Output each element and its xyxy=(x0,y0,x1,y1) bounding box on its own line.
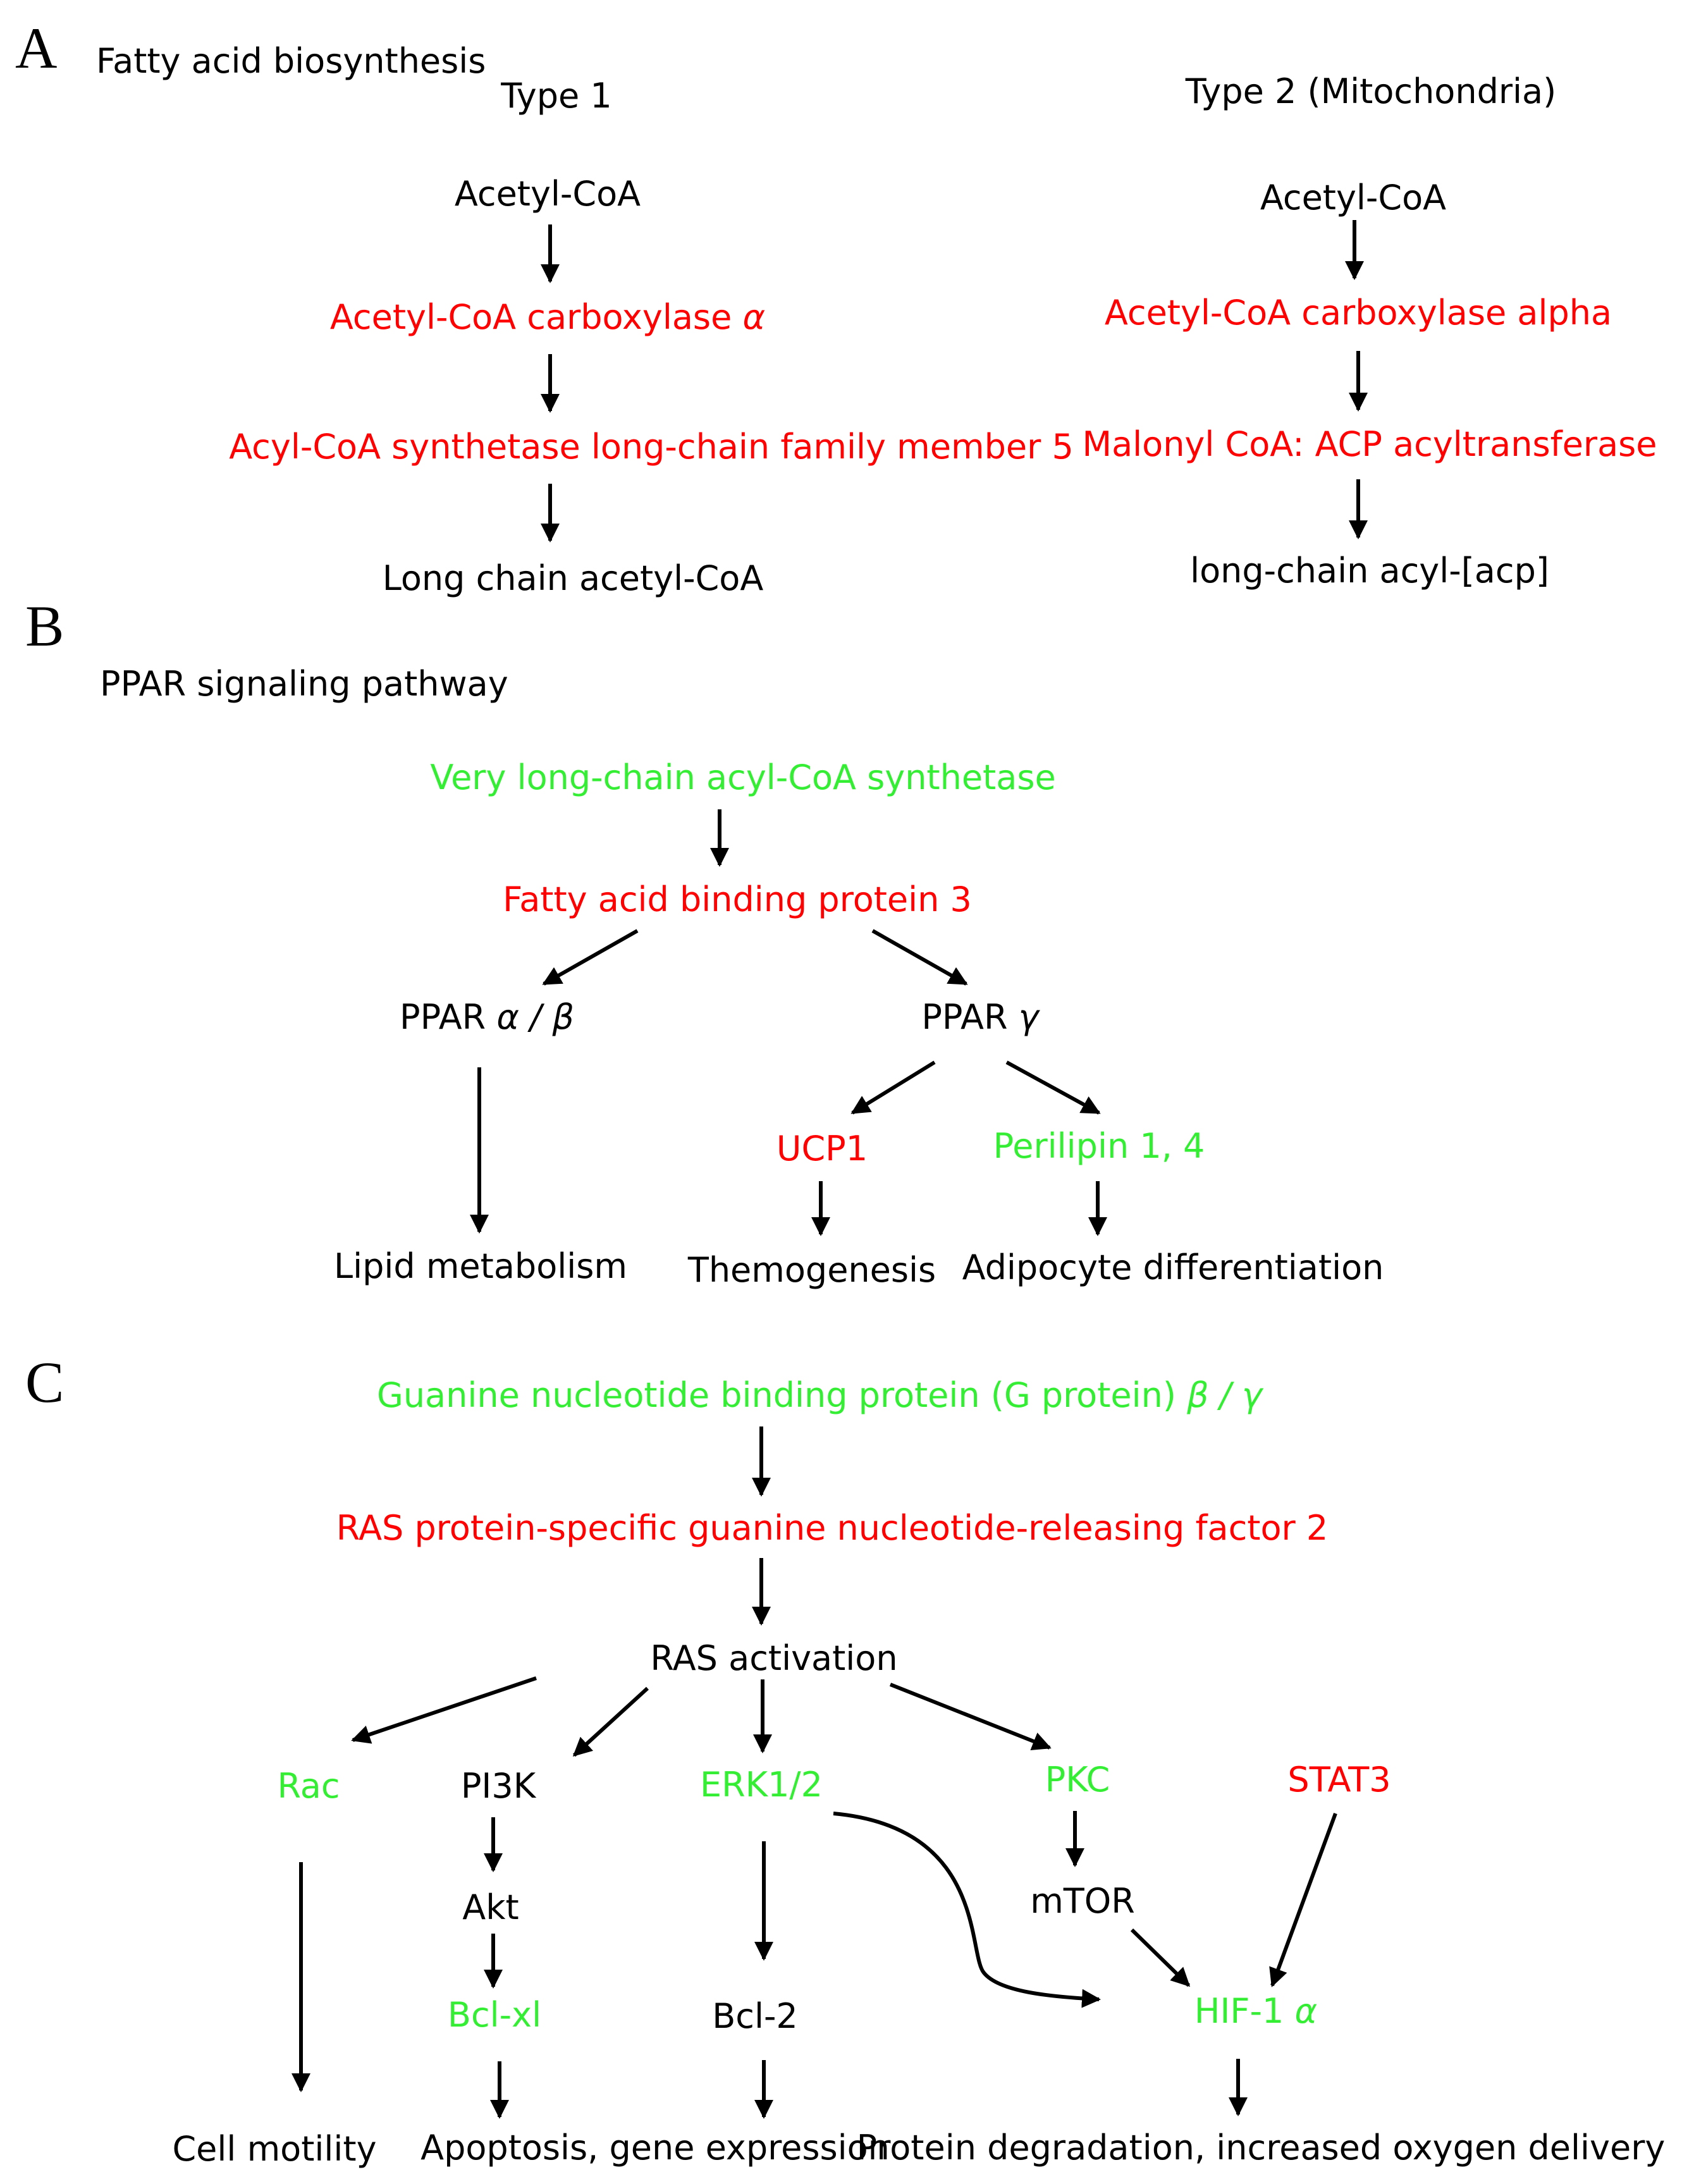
arrow-b-fabp3-pparg xyxy=(871,929,968,986)
cell-motility-node: Cell motility xyxy=(172,2129,377,2169)
bcl-2-node: Bcl-2 xyxy=(712,1996,798,2036)
ras-activation-node: RAS activation xyxy=(650,1638,898,1678)
adipocyte-differentiation-node: Adipocyte differentiation xyxy=(962,1248,1384,1287)
rasgrf2-node: RAS protein-specific guanine nucleotide-… xyxy=(336,1508,1329,1548)
pi3k-node: PI3K xyxy=(460,1766,536,1806)
thermogenesis-node: Themogenesis xyxy=(687,1250,936,1290)
bcl-xl-node: Bcl-xl xyxy=(447,1995,542,2035)
g-protein-greek: β / γ xyxy=(1187,1375,1263,1415)
type2-long-chain-acyl-acp: long-chain acyl-[acp] xyxy=(1190,551,1549,591)
type2-acetyl-coa: Acetyl-CoA xyxy=(1260,178,1447,218)
type1-header: Type 1 xyxy=(501,76,612,116)
mtor-node: mTOR xyxy=(1030,1881,1135,1921)
ppar-ab-greek: α / β xyxy=(496,997,574,1037)
arrow-c-ras-rac xyxy=(351,1676,537,1744)
arrow-c-mtor-hif1a xyxy=(1130,1928,1191,1987)
ppar-gamma-node: PPAR γ xyxy=(921,1000,1038,1034)
panel-a-title: Fatty acid biosynthesis xyxy=(96,41,486,81)
arrow-b-pparg-perilipin xyxy=(1005,1060,1101,1115)
arrow-c-ras-pi3k xyxy=(572,1686,649,1757)
type1-acetyl-coa-carboxylase: Acetyl-CoA carboxylase α xyxy=(330,300,765,334)
perilipin-node: Perilipin 1, 4 xyxy=(993,1126,1205,1166)
type2-acetyl-coa-carboxylase-alpha: Acetyl-CoA carboxylase alpha xyxy=(1104,293,1612,333)
erk-node: ERK1/2 xyxy=(700,1765,823,1805)
type1-acc-greek: α xyxy=(742,297,766,337)
type2-malonyl-coa-acp-acyltransferase: Malonyl CoA: ACP acyltransferase xyxy=(1082,424,1657,464)
hif1a-node: HIF-1 α xyxy=(1194,1994,1317,2028)
hif1a-greek: α xyxy=(1294,1991,1318,2031)
ucp1-node: UCP1 xyxy=(776,1129,868,1169)
panel-c-letter: C xyxy=(25,1350,64,1414)
ppar-ab-text: PPAR xyxy=(400,997,486,1037)
hif1a-text: HIF-1 xyxy=(1194,1991,1284,2031)
pkc-node: PKC xyxy=(1045,1760,1110,1800)
stat3-node: STAT3 xyxy=(1287,1760,1391,1800)
g-protein-node: Guanine nucleotide binding protein (G pr… xyxy=(377,1378,1262,1413)
arrow-c-erk-hif1a xyxy=(833,1812,1101,2008)
vlcs-node: Very long-chain acyl-CoA synthetase xyxy=(430,758,1056,797)
arrow-c-stat3-hif1a xyxy=(1269,1812,1337,1987)
panel-b-title: PPAR signaling pathway xyxy=(100,664,508,704)
type1-acsl5: Acyl-CoA synthetase long-chain family me… xyxy=(229,427,1074,467)
type1-acc-text: Acetyl-CoA carboxylase xyxy=(329,297,732,337)
type2-header: Type 2 (Mitochondria) xyxy=(1185,71,1557,111)
lipid-metabolism-node: Lipid metabolism xyxy=(334,1246,627,1286)
ppar-g-text: PPAR xyxy=(921,997,1008,1037)
g-protein-text: Guanine nucleotide binding protein (G pr… xyxy=(376,1375,1176,1415)
protein-degradation-node: Protein degradation, increased oxygen de… xyxy=(856,2128,1666,2168)
type1-long-chain-acetyl-coa: Long chain acetyl-CoA xyxy=(382,558,764,598)
akt-node: Akt xyxy=(462,1887,519,1927)
ppar-g-greek: γ xyxy=(1018,997,1039,1037)
type1-acetyl-coa: Acetyl-CoA xyxy=(454,174,641,214)
arrow-c-ras-pkc xyxy=(889,1683,1052,1750)
panel-b-letter: B xyxy=(25,594,64,658)
arrow-b-pparg-ucp1 xyxy=(850,1060,936,1115)
ppar-alpha-beta-node: PPAR α / β xyxy=(400,1000,574,1034)
fabp3-node: Fatty acid binding protein 3 xyxy=(503,880,972,919)
rac-node: Rac xyxy=(277,1766,340,1806)
arrow-b-fabp3-pparab xyxy=(542,929,639,986)
apoptosis-node: Apoptosis, gene expression xyxy=(420,2128,890,2168)
panel-a-letter: A xyxy=(15,16,58,80)
